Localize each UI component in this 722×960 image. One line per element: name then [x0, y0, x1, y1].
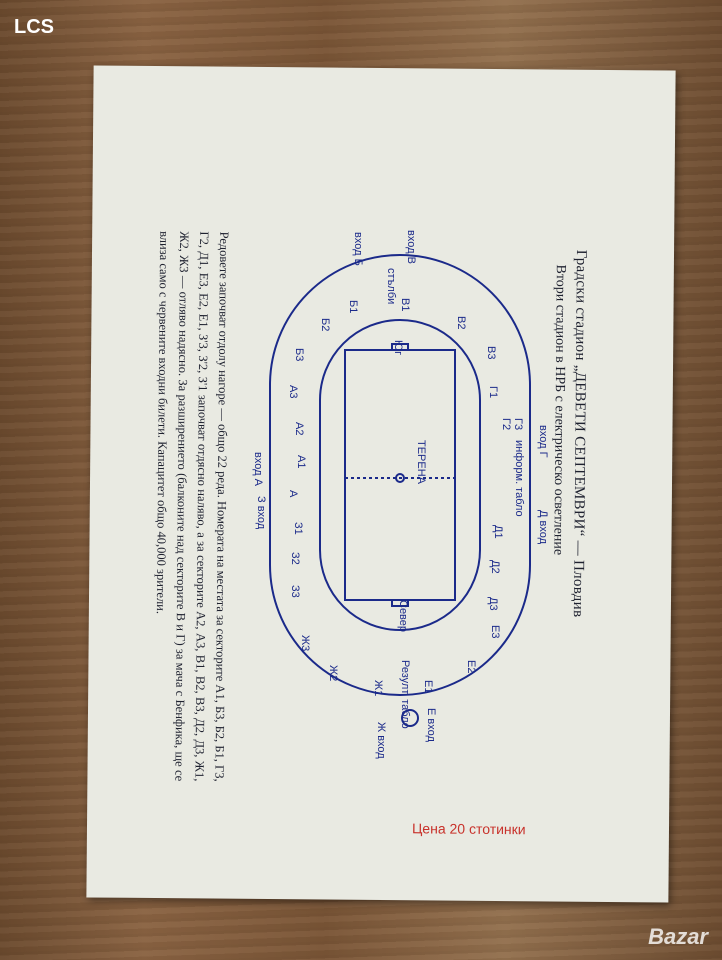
sector-label: В3 [485, 346, 497, 359]
goal-south [391, 343, 409, 351]
sector-label: Е1 [422, 680, 434, 693]
sector-label: А2 [293, 422, 305, 435]
sector-label: З2 [289, 552, 301, 565]
sector-label: Д2 [489, 560, 501, 574]
sector-label: З3 [289, 585, 301, 598]
sector-label: В1 [399, 298, 411, 311]
sector-label: А1 [295, 455, 307, 468]
entrance-label: вход В [405, 230, 417, 264]
entrance-label: З вход [255, 496, 267, 530]
sector-label: Д3 [487, 597, 499, 611]
entrance-label: вход А [252, 452, 264, 487]
north-label: Север [397, 600, 409, 632]
sector-label: А [287, 490, 299, 498]
sector-label: Д1 [492, 525, 504, 539]
goal-north [391, 599, 409, 607]
scoreboard-marker [401, 709, 419, 727]
entrance-label: вход Г [537, 425, 549, 458]
sector-label: Е2 [465, 660, 477, 673]
sector-label: Ж1 [372, 680, 384, 696]
sector-label: Б1 [347, 300, 359, 313]
info-board-label: информ. табло [513, 440, 525, 517]
sector-label: Е3 [489, 625, 501, 638]
sector-label: В2 [455, 316, 467, 329]
bazar-logo: Bazar [648, 924, 708, 949]
stadium-outer-ring [269, 254, 531, 696]
sector-label: Ж3 [299, 635, 311, 651]
sector-label: А3 [287, 385, 299, 398]
stairs-label: стълби [385, 268, 397, 304]
sector-label: Г2 [500, 418, 512, 430]
sector-label: Б3 [293, 348, 305, 361]
sector-label: Б2 [319, 318, 331, 331]
sector-label: Ж2 [327, 665, 339, 681]
watermark: LCS [14, 16, 54, 38]
center-spot [395, 473, 405, 483]
sector-label: Г1 [487, 386, 499, 398]
entrance-label: Ж вход [375, 722, 387, 759]
field-label: ТЕРЕНА [415, 440, 427, 485]
stadium-inner-ring [319, 319, 481, 631]
entrance-label: вход Б [352, 232, 364, 266]
scoreboard-label: Резулт. табло [399, 660, 411, 729]
entrance-label: Д вход [537, 510, 549, 545]
sector-label: З1 [292, 522, 304, 535]
sector-label: Г3 [512, 418, 524, 430]
entrance-label: Е вход [425, 708, 437, 742]
south-label: Юг [392, 340, 404, 355]
